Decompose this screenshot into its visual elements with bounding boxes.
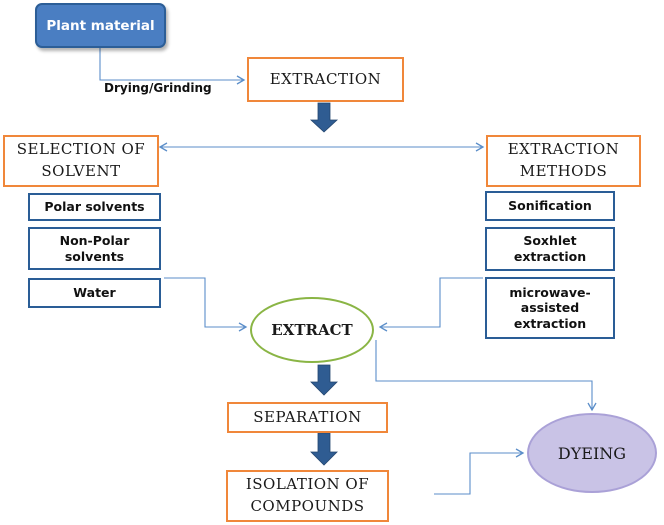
separation-box: SEPARATION: [227, 402, 388, 433]
extraction-methods-label: EXTRACTION METHODS: [507, 140, 620, 180]
solvent-item-polar: Polar solvents: [28, 193, 161, 221]
method-item-soxhlet: Soxhlet extraction: [485, 227, 615, 271]
method-item-label: microwave-assisted extraction: [509, 284, 591, 331]
solvent-item-label: Non-Polar solvents: [59, 232, 130, 264]
connector-isolation-to-dyeing: [434, 448, 525, 495]
extraction-methods-box: EXTRACTION METHODS: [486, 135, 641, 187]
solvent-item-label: Polar solvents: [44, 199, 145, 215]
connector-extract-to-dyeing: [375, 340, 597, 412]
connector-methods-to-extract: [378, 277, 483, 332]
dyeing-label: DYEING: [557, 443, 627, 463]
method-item-label: Soxhlet extraction: [513, 233, 587, 264]
extract-ellipse: EXTRACT: [250, 297, 374, 363]
isolation-of-compounds-label: ISOLATION OF COMPOUNDS: [245, 475, 370, 515]
isolation-of-compounds-box: ISOLATION OF COMPOUNDS: [226, 470, 389, 522]
solvent-item-non-polar: Non-Polar solvents: [28, 227, 161, 270]
method-item-microwave: microwave-assisted extraction: [485, 277, 615, 339]
selection-of-solvent-label: SELECTION OF SOLVENT: [16, 140, 146, 180]
solvent-item-label: Water: [73, 285, 116, 301]
method-item-label: Sonification: [508, 198, 592, 214]
connector-solvents-to-extract: [164, 277, 248, 332]
block-arrow-extraction-down: [309, 102, 339, 133]
connector-plant-to-extraction: [99, 48, 246, 85]
solvent-item-water: Water: [28, 278, 161, 308]
block-arrow-extract-down: [310, 364, 338, 396]
selection-of-solvent-box: SELECTION OF SOLVENT: [3, 135, 159, 187]
plant-material-label: Plant material: [46, 17, 155, 34]
extraction-label: EXTRACTION: [269, 69, 382, 88]
extraction-box: EXTRACTION: [247, 57, 404, 102]
plant-material-box: Plant material: [35, 3, 166, 48]
method-item-sonification: Sonification: [485, 191, 615, 221]
extract-label: EXTRACT: [271, 321, 353, 339]
drying-grinding-label: Drying/Grinding: [104, 81, 212, 95]
block-arrow-separation-down: [310, 432, 338, 466]
dyeing-ellipse: DYEING: [527, 413, 657, 493]
separation-label: SEPARATION: [253, 407, 362, 426]
